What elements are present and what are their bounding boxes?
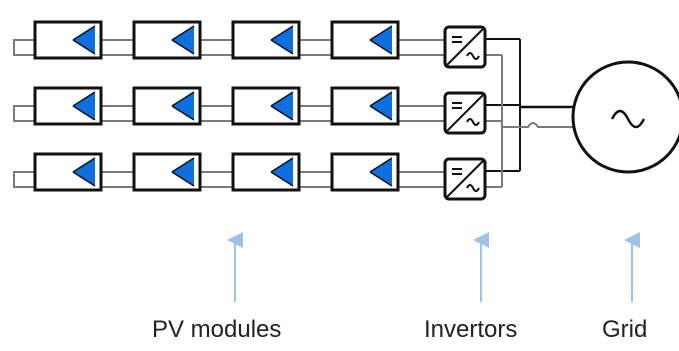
module-frame bbox=[33, 20, 103, 60]
module-triangle-icon bbox=[172, 158, 194, 186]
inverter-diagonal bbox=[446, 160, 484, 198]
pv-module bbox=[330, 152, 400, 192]
module-edge bbox=[72, 105, 96, 121]
module-frame bbox=[132, 20, 202, 60]
module-edge bbox=[369, 105, 393, 121]
module-edge bbox=[72, 157, 96, 173]
module-triangle-icon bbox=[73, 158, 95, 186]
inverter bbox=[443, 25, 487, 69]
module-edge bbox=[72, 171, 96, 187]
module-edge bbox=[270, 171, 294, 187]
ac-wave-icon bbox=[466, 52, 480, 60]
inverter-diagonal bbox=[446, 94, 484, 132]
module-frame bbox=[330, 20, 400, 60]
module-edge bbox=[171, 91, 195, 107]
module-frame bbox=[132, 86, 202, 126]
module-triangle-icon bbox=[271, 92, 293, 120]
label-pv-modules: PV modules bbox=[152, 316, 282, 343]
pv-module bbox=[330, 20, 400, 60]
module-edge bbox=[369, 171, 393, 187]
pointer-arrows bbox=[227, 232, 640, 302]
module-edge bbox=[72, 91, 96, 107]
inverter bbox=[443, 157, 487, 201]
inverter-diagonal bbox=[446, 28, 484, 66]
module-triangle-icon bbox=[370, 158, 392, 186]
ac-wave-icon bbox=[466, 118, 480, 126]
module-edge bbox=[171, 25, 195, 41]
pv-module bbox=[231, 86, 301, 126]
module-triangle-icon bbox=[271, 26, 293, 54]
module-triangle-icon bbox=[73, 26, 95, 54]
module-edge bbox=[171, 171, 195, 187]
grid-feed bbox=[502, 122, 575, 128]
module-edge bbox=[72, 39, 96, 55]
module-edge bbox=[270, 39, 294, 55]
module-edge bbox=[369, 39, 393, 55]
module-edge bbox=[270, 157, 294, 173]
module-edge bbox=[270, 91, 294, 107]
module-triangle-icon bbox=[271, 158, 293, 186]
module-triangle-icon bbox=[370, 92, 392, 120]
pv-module bbox=[231, 152, 301, 192]
module-edge bbox=[171, 39, 195, 55]
module-edge bbox=[369, 157, 393, 173]
grid-symbol bbox=[571, 60, 679, 174]
inverter bbox=[443, 91, 487, 135]
module-edge bbox=[72, 25, 96, 41]
pv-module bbox=[330, 86, 400, 126]
pv-module bbox=[33, 152, 103, 192]
label-grid: Grid bbox=[602, 316, 648, 343]
pv-module bbox=[132, 20, 202, 60]
pv-module bbox=[33, 20, 103, 60]
pv-module bbox=[132, 152, 202, 192]
module-edge bbox=[171, 105, 195, 121]
pv-module-array bbox=[33, 20, 400, 192]
ac-sine-icon bbox=[610, 109, 646, 129]
inverter-group bbox=[443, 25, 487, 201]
module-edge bbox=[270, 105, 294, 121]
module-triangle-icon bbox=[172, 26, 194, 54]
module-triangle-icon bbox=[370, 26, 392, 54]
pv-module bbox=[132, 86, 202, 126]
module-triangle-icon bbox=[172, 92, 194, 120]
module-triangle-icon bbox=[73, 92, 95, 120]
module-edge bbox=[171, 157, 195, 173]
label-invertors: Invertors bbox=[424, 316, 518, 343]
module-edge bbox=[369, 25, 393, 41]
module-edge bbox=[369, 91, 393, 107]
module-edge bbox=[270, 25, 294, 41]
pv-module bbox=[231, 20, 301, 60]
module-frame bbox=[231, 86, 301, 126]
pv-module bbox=[33, 86, 103, 126]
ac-wave-icon bbox=[466, 184, 480, 192]
